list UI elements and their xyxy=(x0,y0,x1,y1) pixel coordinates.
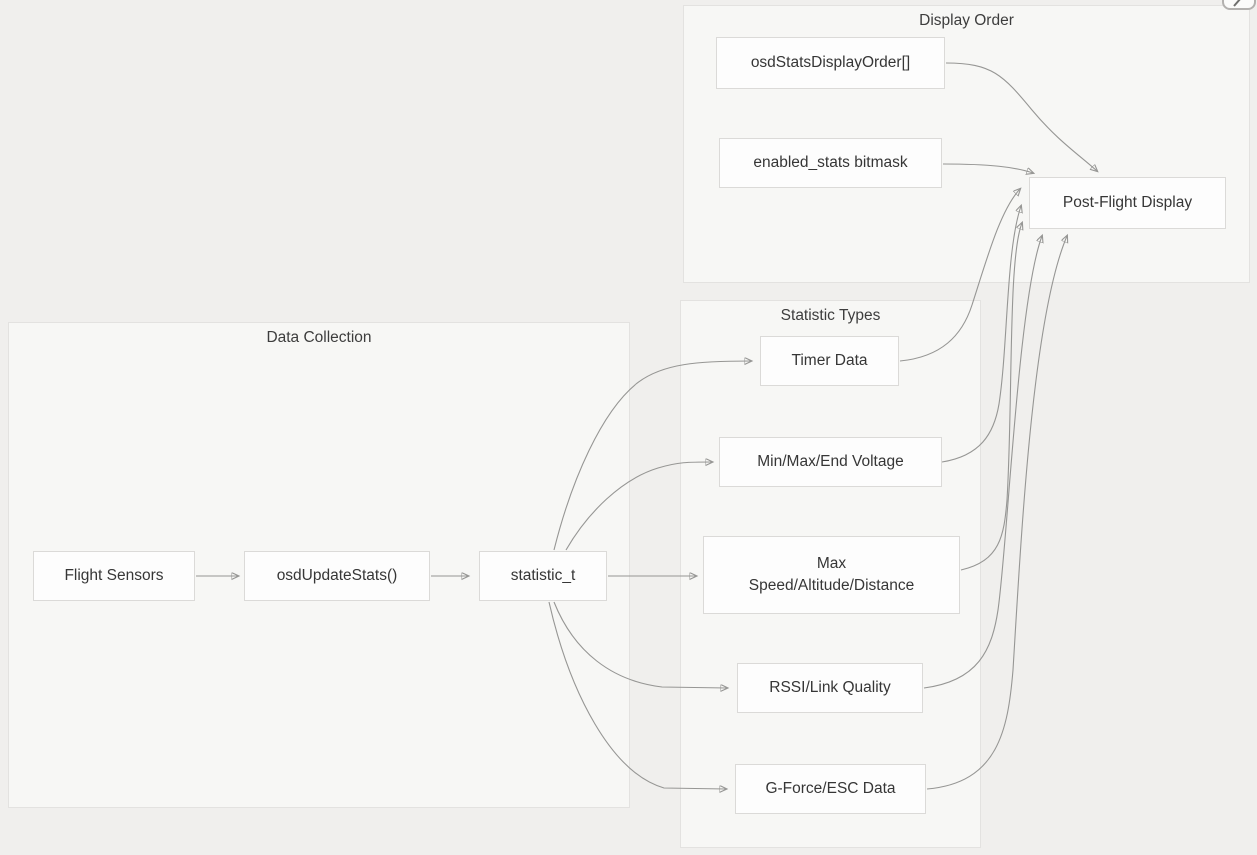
edge-statistic-t-to-min-max-end-voltage xyxy=(565,462,712,551)
node-label-line1: Max xyxy=(816,554,847,572)
node-label-line2: Speed/Altitude/Distance xyxy=(748,577,915,594)
node-label: osdStatsDisplayOrder[] xyxy=(750,53,911,71)
edge-rssi-link-quality-to-post-flight-display xyxy=(923,236,1042,689)
node-label: enabled_stats bitmask xyxy=(753,153,908,171)
node-label: Timer Data xyxy=(791,351,868,369)
node-label: RSSI/Link Quality xyxy=(769,678,891,696)
edge-statistic-t-to-g-force-esc-data xyxy=(548,601,726,789)
node-timer-data: Timer Data xyxy=(760,336,899,386)
edge-statistic-t-to-rssi-link-quality xyxy=(553,601,727,688)
node-label: statistic_t xyxy=(510,566,576,584)
node-g-force-esc-data: G-Force/ESC Data xyxy=(735,764,926,814)
node-osd-update-stats: osdUpdateStats() xyxy=(244,551,430,601)
expand-diagonal-arrow-icon xyxy=(1233,0,1241,7)
node-max-speed-altitude-distance: Max Speed/Altitude/Distance xyxy=(703,536,960,614)
edge-g-force-esc-data-to-post-flight-display xyxy=(926,236,1067,790)
node-label: Post-Flight Display xyxy=(1062,193,1193,211)
edge-timer-data-to-post-flight-display xyxy=(899,189,1020,362)
edge-max-speed-altitude-distance-to-post-flight-display xyxy=(960,223,1022,571)
expand-button[interactable] xyxy=(1222,0,1256,10)
node-label: Min/Max/End Voltage xyxy=(757,452,904,470)
node-rssi-link-quality: RSSI/Link Quality xyxy=(737,663,923,713)
node-osd-stats-display-order: osdStatsDisplayOrder[] xyxy=(716,37,945,89)
edge-statistic-t-to-timer-data xyxy=(553,361,751,551)
node-statistic-t: statistic_t xyxy=(479,551,607,601)
node-enabled-stats-bitmask: enabled_stats bitmask xyxy=(719,138,942,188)
edge-min-max-end-voltage-to-post-flight-display xyxy=(941,206,1021,463)
node-min-max-end-voltage: Min/Max/End Voltage xyxy=(719,437,942,487)
node-flight-sensors: Flight Sensors xyxy=(33,551,195,601)
node-label: osdUpdateStats() xyxy=(276,566,398,584)
edge-enabled-stats-bitmask-to-post-flight-display xyxy=(942,163,1033,173)
edge-osd-stats-display-order-to-post-flight-display xyxy=(945,62,1097,171)
node-label: G-Force/ESC Data xyxy=(765,779,896,797)
node-post-flight-display: Post-Flight Display xyxy=(1029,177,1226,229)
node-label: Flight Sensors xyxy=(64,566,164,584)
